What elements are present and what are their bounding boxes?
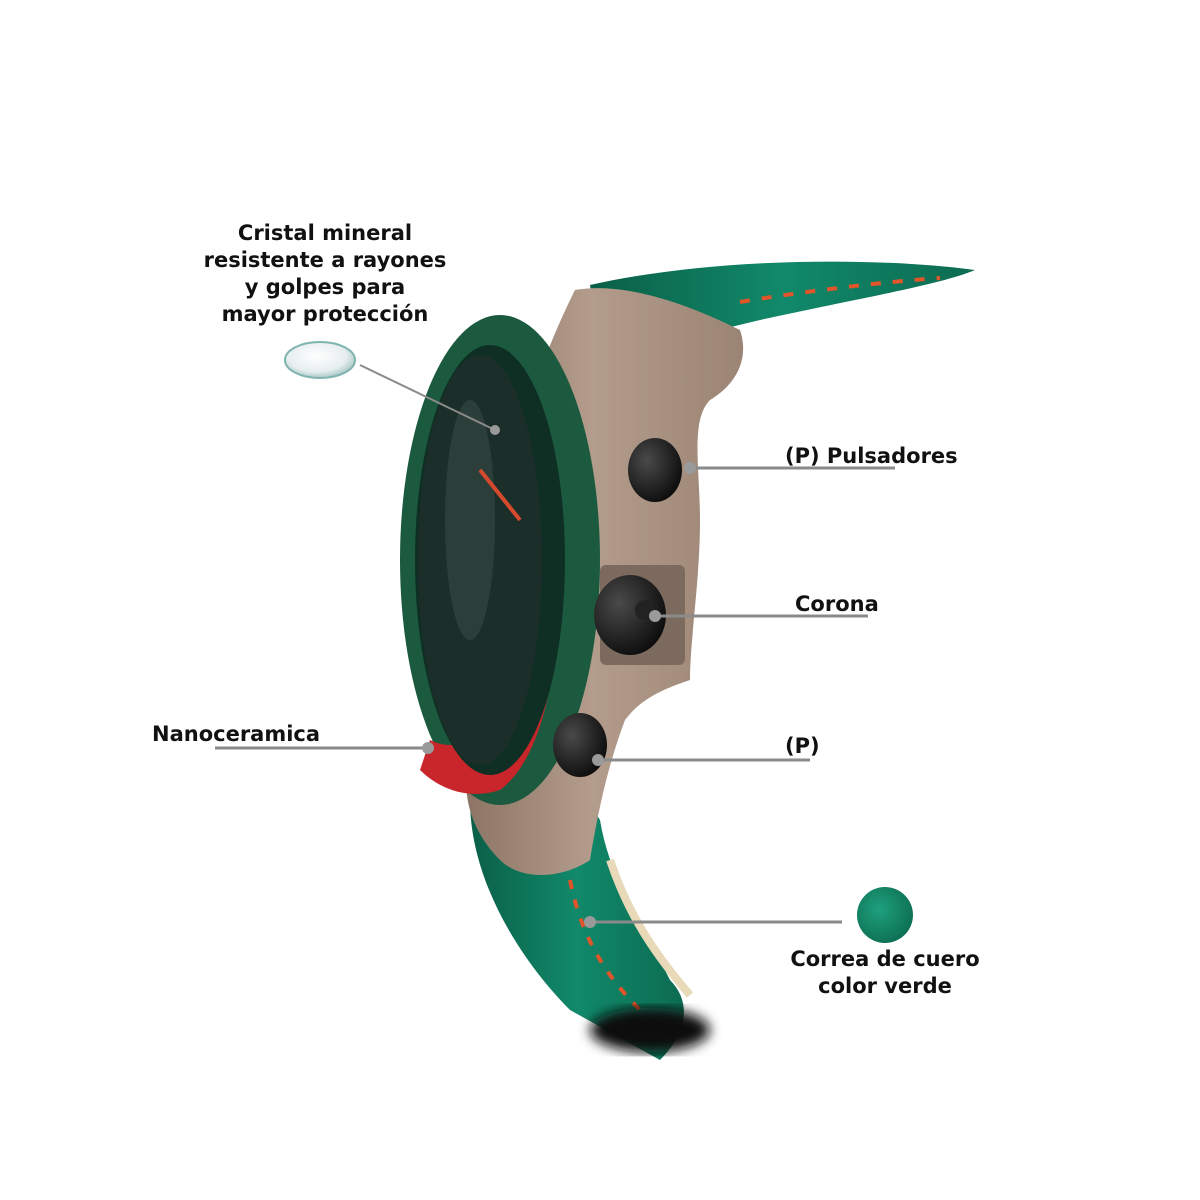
label-crystal-line-2: resistente a rayones [203,248,447,272]
strap-lower-edge [606,858,694,998]
label-strap-line-2: color verde [818,974,952,998]
label-pushers: (P) Pulsadores [785,444,958,468]
leader-line-crystal [359,364,496,431]
label-crystal: Cristal mineral resistente a rayones y g… [175,220,475,328]
anchor-dot-pushers [684,462,696,474]
pusher-bottom [553,713,607,777]
label-crystal-line-4: mayor protección [221,302,429,326]
anchor-dot-crystal [490,425,500,435]
label-bezel-material: Nanoceramica [152,722,321,746]
label-crown: Corona [795,592,879,616]
mineral-crystal-swatch-icon [284,341,356,379]
label-crystal-line-1: Cristal mineral [237,221,413,245]
label-pusher-bottom: (P) [785,734,820,758]
anchor-dot-bezel [422,742,434,754]
crystal-glass [418,355,542,765]
dial-hand [478,468,522,522]
green-leather-swatch-icon [857,887,913,943]
strap-upper-stitching [739,276,941,304]
crystal-glare [445,400,495,640]
label-strap: Correa de cuero color verde [775,946,995,1000]
pusher-top [628,438,682,502]
label-strap-line-1: Correa de cuero [790,947,980,971]
anchor-dot-pusher-bottom [592,754,604,766]
anchor-dot-crown [649,610,661,622]
strap-end-blur [590,1008,710,1052]
label-crystal-line-3: y golpes para [244,275,406,299]
anchor-dot-strap [584,916,596,928]
